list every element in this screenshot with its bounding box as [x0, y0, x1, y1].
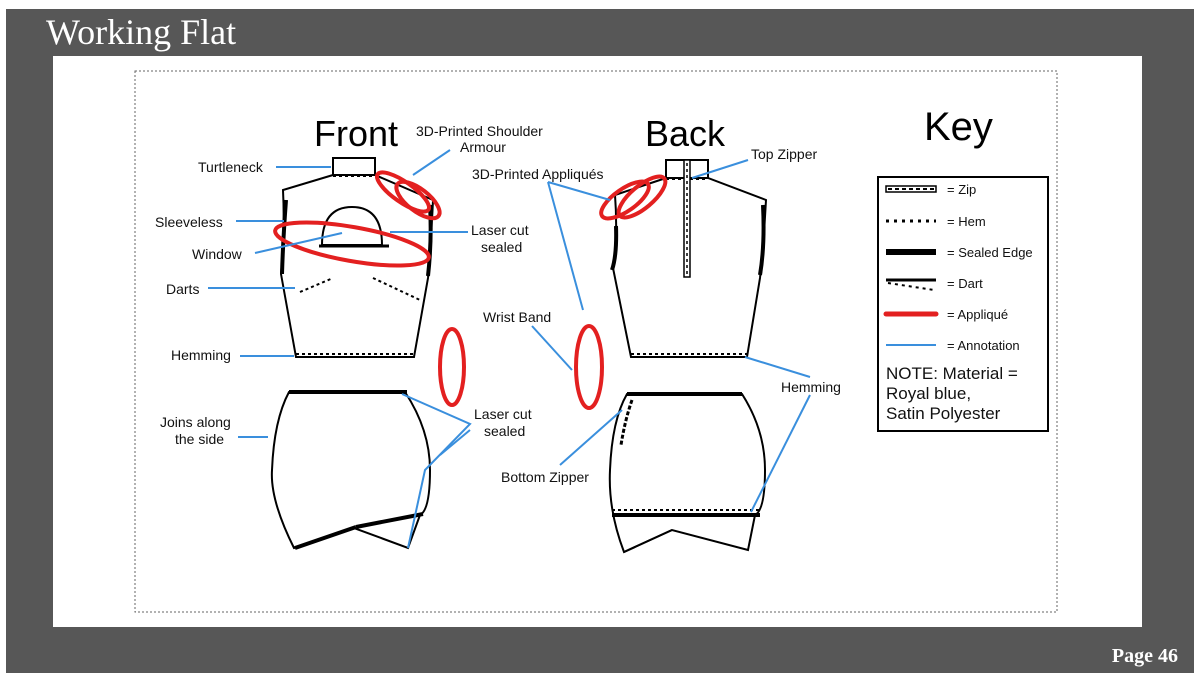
front-bottom-garment — [270, 390, 432, 550]
key-heading: Key — [924, 105, 993, 149]
laser-cut-applique — [273, 220, 431, 268]
front-skirt — [270, 391, 432, 550]
anno-appliques — [547, 181, 611, 201]
back-skirt-hem-left — [623, 529, 673, 553]
back-heading: Back — [645, 113, 726, 154]
label-sleeveless: Sleeveless — [155, 214, 223, 230]
back-applique-2 — [616, 174, 668, 220]
label-hemming-front: Hemming — [171, 347, 231, 363]
front-heading: Front — [314, 113, 398, 154]
key-box — [877, 176, 1049, 432]
anno-laser-cut-bottom — [401, 393, 472, 549]
back-right-armhole-sealed — [758, 204, 766, 276]
anno-top-zipper — [691, 159, 749, 179]
diagram-border — [134, 70, 1058, 613]
anno-bottom-zipper — [559, 409, 623, 466]
label-laser-cut-top-1: Laser cut — [471, 222, 529, 238]
key-sealed-edge-label: = Sealed Edge — [947, 245, 1033, 260]
key-applique-label: = Appliqué — [947, 307, 1008, 322]
label-laser-cut-bottom-1: Laser cut — [474, 406, 532, 422]
back-bottom-garment — [608, 392, 767, 554]
label-window: Window — [192, 246, 243, 262]
key-note-line2: Royal blue, — [886, 384, 971, 403]
label-shoulder-armour-1: 3D-Printed Shoulder — [416, 123, 543, 139]
back-left-armhole-sealed — [610, 225, 619, 271]
label-turtleneck: Turtleneck — [198, 159, 264, 175]
label-top-zipper: Top Zipper — [751, 146, 817, 162]
key-note-line3: Satin Polyester — [886, 404, 1001, 423]
back-skirt — [608, 393, 767, 554]
key-annotation-label: = Annotation — [947, 338, 1020, 353]
label-hemming-back: Hemming — [781, 379, 841, 395]
label-bottom-zipper: Bottom Zipper — [501, 469, 589, 485]
front-top-garment — [279, 157, 435, 358]
key-zip-symbol — [885, 185, 937, 193]
anno-laser-cut-bottom-2 — [439, 429, 471, 456]
label-laser-cut-top-2: sealed — [481, 239, 522, 255]
key-zip-label: = Zip — [947, 182, 976, 197]
page-number: Page 46 — [1111, 645, 1178, 667]
back-bottom-zip — [619, 399, 634, 446]
front-skirt-hem-left — [294, 525, 357, 550]
front-right-dart — [372, 277, 421, 301]
key-dart-symbol — [886, 278, 936, 291]
label-joins-1: Joins along — [160, 414, 231, 430]
anno-shoulder — [412, 149, 451, 176]
label-joins-2: the side — [175, 431, 224, 447]
appliques — [273, 170, 668, 410]
back-applique-1 — [599, 179, 651, 221]
label-wrist-band: Wrist Band — [483, 309, 551, 325]
anno-appliques-wristband — [547, 181, 584, 311]
annotation-lines — [208, 149, 811, 549]
anno-hemming-back-top — [744, 356, 811, 378]
anno-wrist-band — [531, 325, 573, 371]
label-darts: Darts — [166, 281, 199, 297]
anno-hemming-back-bottom — [750, 394, 811, 513]
label-appliques: 3D-Printed Appliqués — [472, 166, 604, 182]
anno-window — [254, 232, 343, 254]
front-right-armhole-sealed — [426, 204, 433, 277]
front-wrist-band — [438, 327, 466, 407]
shoulder-armour-applique-2 — [394, 179, 442, 221]
key-dart-label: = Dart — [947, 276, 983, 291]
key-hem-label: = Hem — [947, 214, 986, 229]
label-laser-cut-bottom-2: sealed — [484, 423, 525, 439]
key-note-line1: NOTE: Material = — [886, 364, 1018, 383]
slide-title: Working Flat — [46, 12, 237, 52]
back-wrist-band — [574, 324, 604, 410]
key-legend: = Zip = Hem = Sealed Edge = Dart = Appli… — [877, 176, 1049, 432]
label-shoulder-armour-2: Armour — [460, 139, 506, 155]
front-skirt-hem-right — [355, 512, 424, 529]
